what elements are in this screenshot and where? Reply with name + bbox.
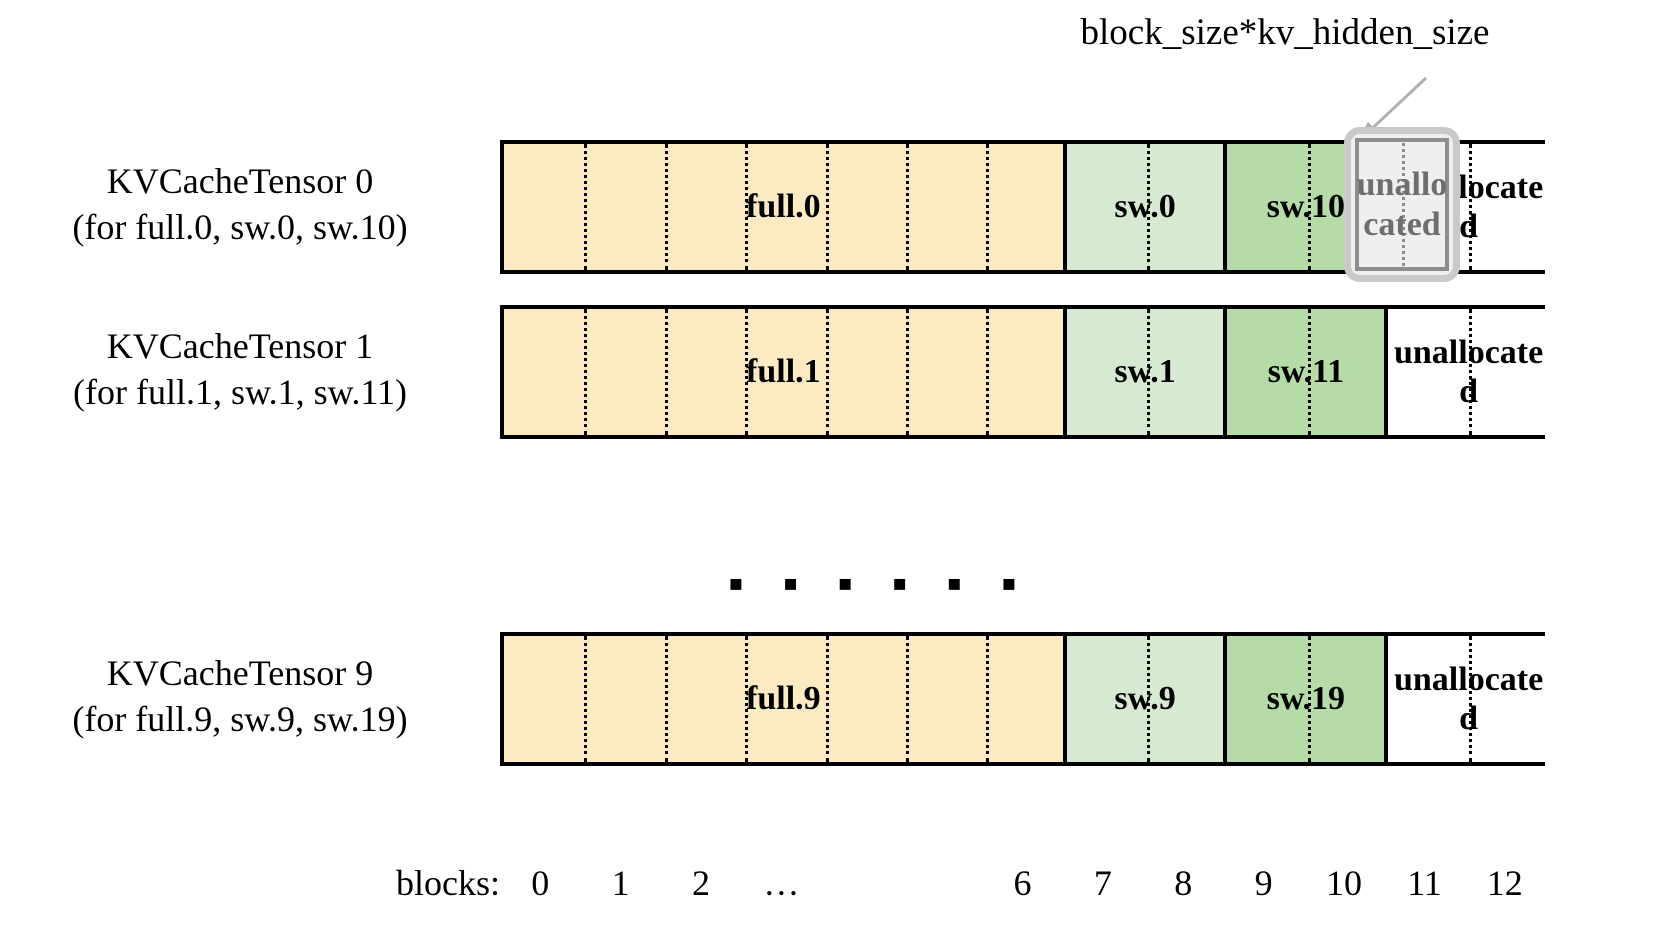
segment-label: sw.11 [1267, 353, 1345, 391]
axis-tick: 12 [1486, 863, 1523, 903]
tensor-row-label: KVCacheTensor 1 (for full.1, sw.1, sw.11) [0, 323, 480, 415]
segment-label: full.9 [746, 680, 821, 718]
block-divider [1468, 636, 1472, 762]
block-divider [1147, 144, 1151, 270]
axis-tick: 9 [1254, 863, 1273, 903]
axis-title: blocks: [396, 863, 500, 903]
tensor-segment[interactable]: unallocated [1388, 636, 1549, 762]
tensor-segment[interactable]: full.1 [504, 309, 1067, 435]
tensor-row-label: KVCacheTensor 9 (for full.9, sw.9, sw.19) [0, 650, 480, 742]
block-divider [745, 144, 749, 270]
block-divider [584, 144, 588, 270]
segment-label: full.0 [746, 188, 821, 226]
block-divider [664, 309, 668, 435]
block-divider [905, 309, 909, 435]
segment-label: sw.10 [1266, 188, 1346, 226]
tensor-groups: (for full.0, sw.0, sw.10) [72, 207, 408, 248]
rows-ellipsis: ▪ ▪ ▪ ▪ ▪ ▪ [728, 559, 1031, 608]
block-divider [1307, 309, 1311, 435]
block-divider [1468, 144, 1472, 270]
kvcache-tensor-bar: full.9 sw.9 sw.19 unallocated [500, 632, 1549, 766]
axis-tick: 11 [1407, 863, 1442, 903]
axis-tick: … [763, 863, 800, 903]
tensor-name: KVCacheTensor 9 [106, 653, 374, 693]
axis-tick: 7 [1093, 863, 1112, 903]
block-divider [1147, 636, 1151, 762]
segment-label: sw.0 [1114, 188, 1176, 226]
block-divider [825, 309, 829, 435]
axis-tick: 10 [1326, 863, 1363, 903]
highlight-label: unallocated [1356, 166, 1448, 243]
tensor-segment[interactable]: sw.19 [1227, 636, 1389, 762]
highlight-block-divider [1402, 138, 1405, 271]
block-divider [986, 309, 990, 435]
annotation-label: block_size*kv_hidden_size [1080, 12, 1490, 53]
segment-label: sw.19 [1266, 680, 1346, 718]
segment-label: full.1 [746, 353, 821, 391]
block-divider [825, 636, 829, 762]
block-divider [584, 636, 588, 762]
segment-label: sw.1 [1114, 353, 1176, 391]
block-divider [1307, 636, 1311, 762]
axis-tick: 0 [531, 863, 550, 903]
block-divider [825, 144, 829, 270]
highlighted-block-callout[interactable]: unallocated [1344, 127, 1460, 282]
block-divider [584, 309, 588, 435]
segment-label: sw.9 [1114, 680, 1176, 718]
tensor-name: KVCacheTensor 1 [106, 326, 374, 366]
block-divider [905, 144, 909, 270]
block-divider [1307, 144, 1311, 270]
tensor-groups: (for full.9, sw.9, sw.19) [72, 699, 408, 740]
block-divider [986, 144, 990, 270]
tensor-row-label: KVCacheTensor 0 (for full.0, sw.0, sw.10) [0, 158, 480, 250]
axis-tick: 8 [1174, 863, 1193, 903]
tensor-segment[interactable]: sw.11 [1227, 309, 1389, 435]
block-divider [986, 636, 990, 762]
tensor-segment[interactable]: full.0 [504, 144, 1067, 270]
tensor-segment[interactable]: full.9 [504, 636, 1067, 762]
block-divider [745, 636, 749, 762]
tensor-segment[interactable]: unallocated [1388, 309, 1549, 435]
axis-tick: 2 [691, 863, 710, 903]
tensor-name: KVCacheTensor 0 [106, 161, 374, 201]
kvcache-tensor-bar: full.1 sw.1 sw.11 unallocated [500, 305, 1549, 439]
tensor-segment[interactable]: sw.1 [1066, 309, 1228, 435]
axis-tick: 6 [1013, 863, 1032, 903]
block-divider [664, 144, 668, 270]
block-divider [905, 636, 909, 762]
axis-tick: 1 [611, 863, 630, 903]
block-divider [1468, 309, 1472, 435]
tensor-segment[interactable]: sw.0 [1066, 144, 1228, 270]
tensor-groups: (for full.1, sw.1, sw.11) [73, 372, 407, 413]
block-divider [664, 636, 668, 762]
block-divider [745, 309, 749, 435]
block-divider [1147, 309, 1151, 435]
tensor-segment[interactable]: sw.9 [1066, 636, 1228, 762]
